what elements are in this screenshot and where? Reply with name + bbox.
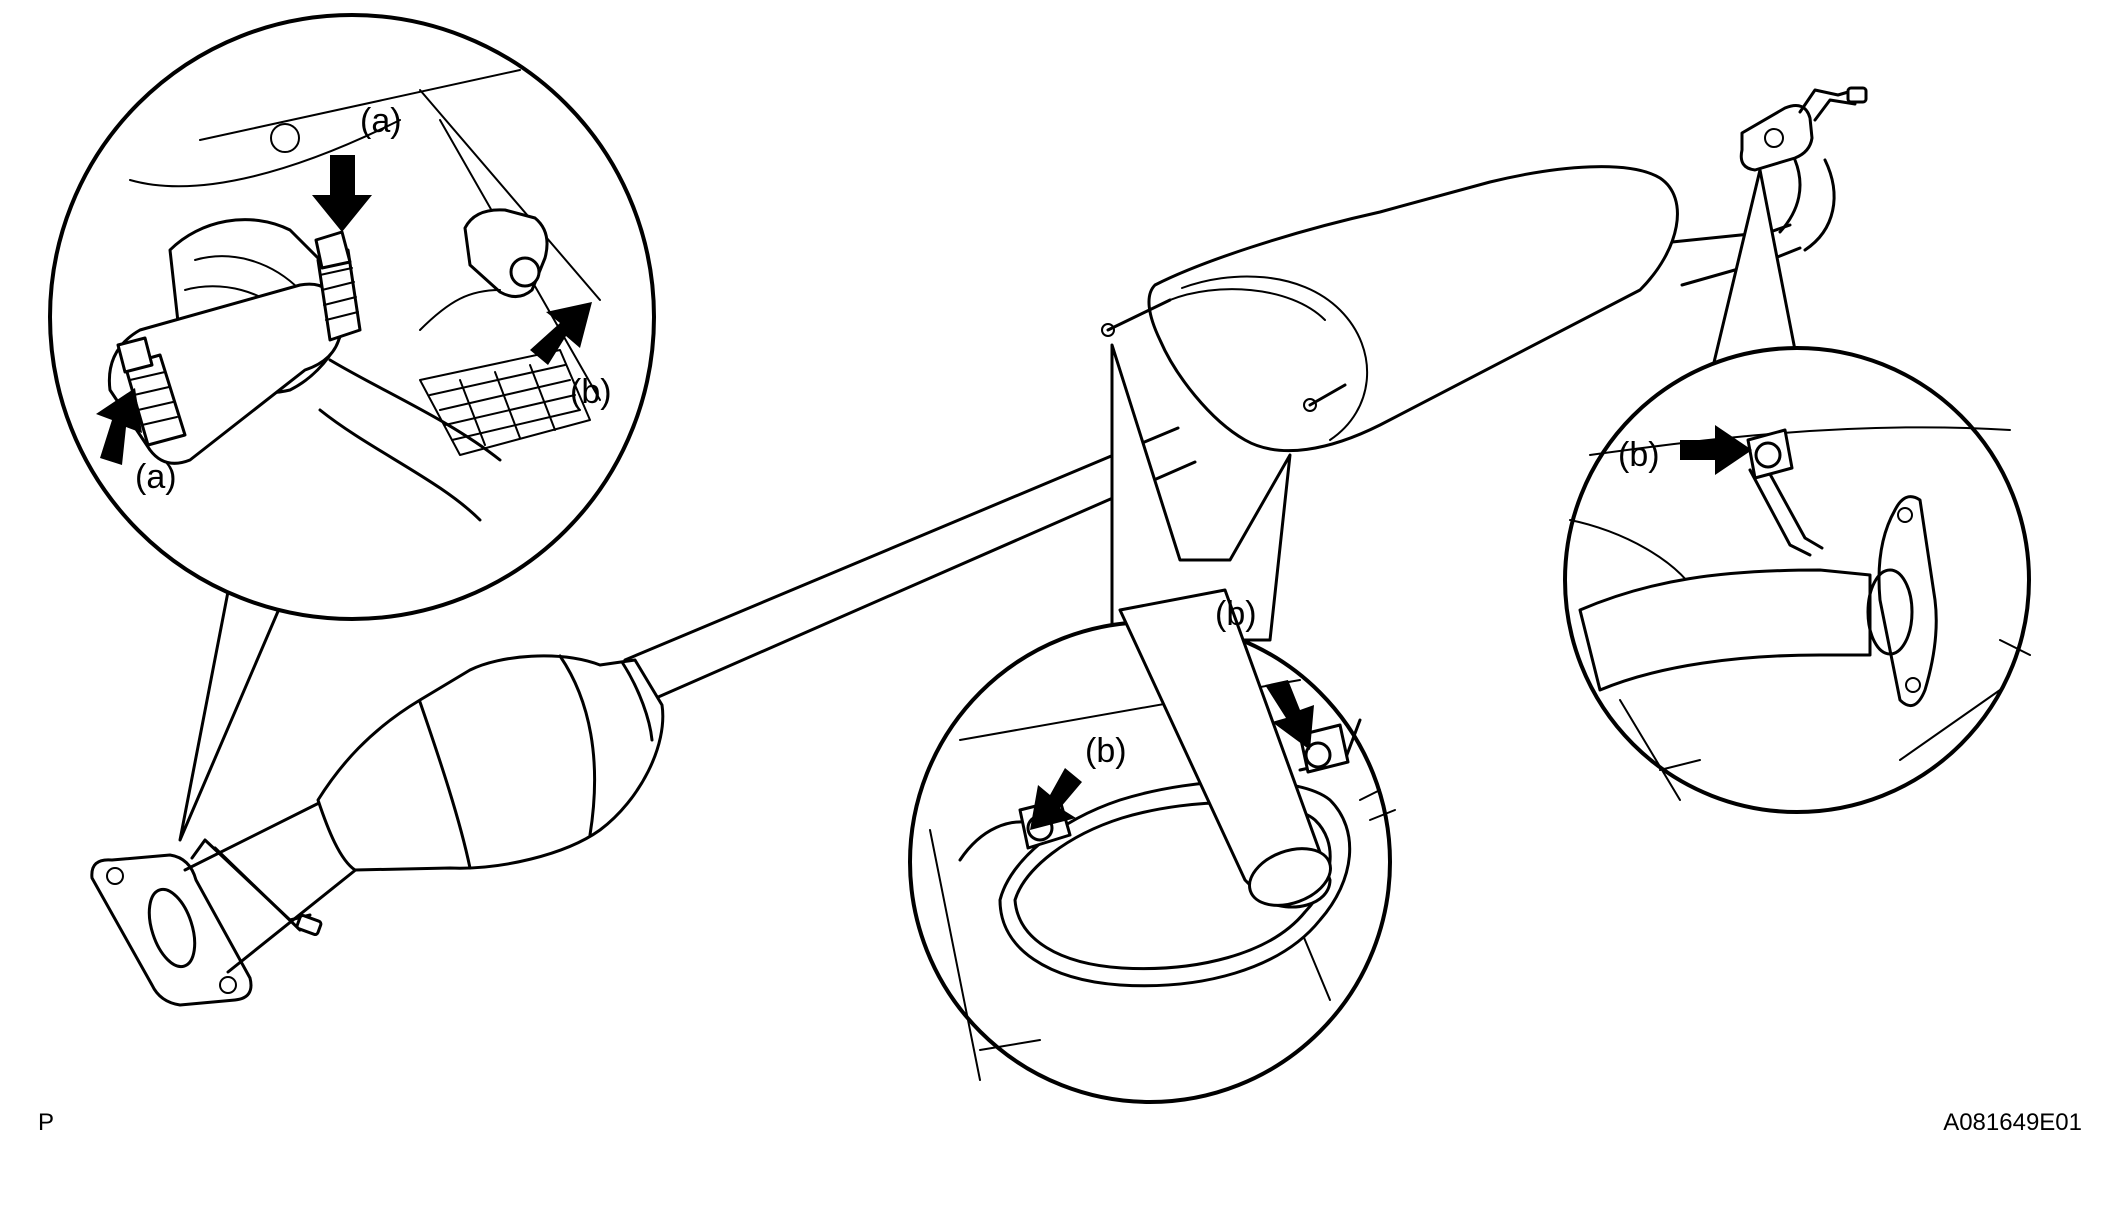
label-b-muffler-left: (b) bbox=[1085, 732, 1127, 770]
detail-callout-rear: (b) bbox=[1563, 168, 2031, 814]
label-b-front: (b) bbox=[570, 373, 612, 411]
hanger-bolt-b-right bbox=[1298, 723, 1350, 774]
muffler-hanger-detail bbox=[929, 588, 1396, 1081]
front-joint-detail bbox=[107, 69, 601, 522]
catalytic-converter bbox=[316, 654, 665, 872]
muffler bbox=[1101, 165, 1679, 453]
label-a-bottom: (a) bbox=[135, 458, 177, 496]
arrow-icon bbox=[312, 155, 372, 232]
rear-flange bbox=[1739, 86, 1868, 172]
front-pipe bbox=[183, 798, 360, 974]
stud-a-lower bbox=[116, 336, 187, 447]
arrow-icon bbox=[1680, 425, 1752, 475]
detail-callout-front: (a) (a) (b) bbox=[48, 13, 656, 842]
rear-hanger-detail bbox=[1569, 426, 2031, 801]
hanger-bolt-b bbox=[419, 208, 549, 331]
stud-a-upper bbox=[314, 230, 362, 342]
arrow-icon bbox=[530, 302, 592, 365]
label-b-muffler-top: (b) bbox=[1215, 595, 1257, 633]
label-a-top: (a) bbox=[360, 102, 402, 140]
front-flange bbox=[90, 853, 253, 1007]
arrow-icon bbox=[1265, 680, 1314, 750]
figure-code: A081649E01 bbox=[1943, 1109, 2082, 1136]
heat-shield-texture bbox=[419, 349, 591, 456]
corner-label-left: P bbox=[38, 1109, 54, 1136]
arrow-icon bbox=[1030, 768, 1082, 830]
arrow-icon bbox=[96, 388, 142, 465]
exhaust-assembly bbox=[623, 158, 1836, 707]
detail-callout-muffler: (b) (b) bbox=[908, 343, 1396, 1104]
hanger-bolt-b-rear bbox=[1746, 428, 1794, 480]
label-b-rear: (b) bbox=[1618, 436, 1660, 474]
